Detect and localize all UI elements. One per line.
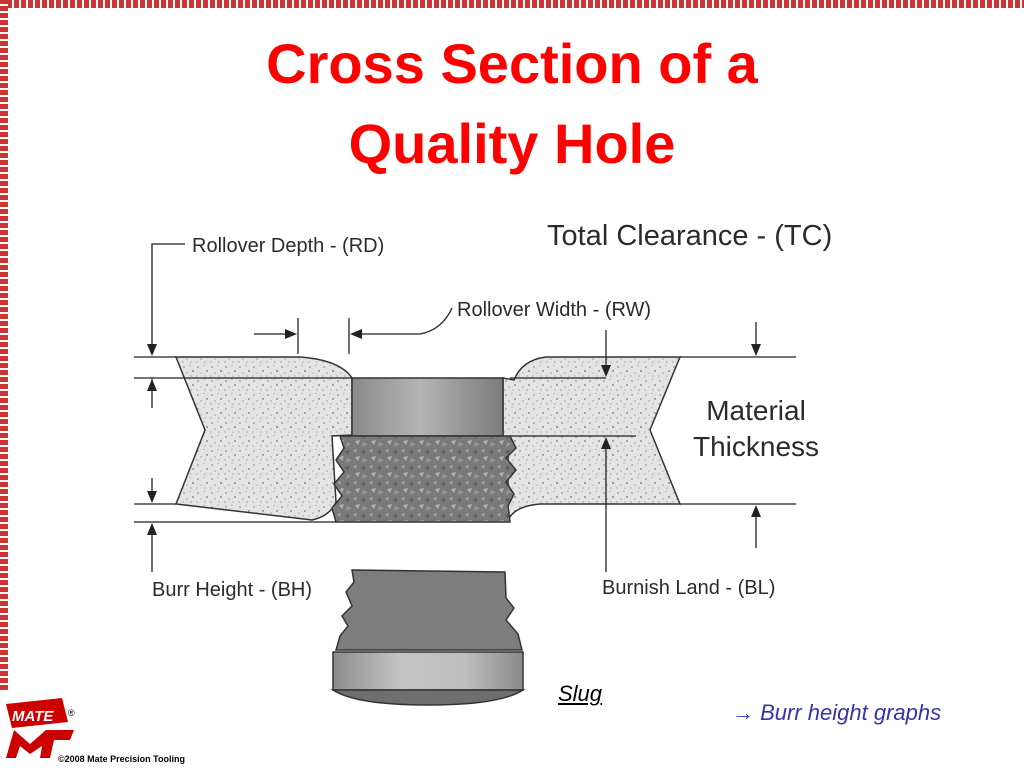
label-material-line-1: Material <box>706 395 806 426</box>
slide-border-left <box>0 0 8 690</box>
fracture-zone <box>331 435 517 523</box>
slug-label: Slug <box>558 681 603 706</box>
slide-title-line-1: Cross Section of a <box>266 32 758 95</box>
label-burr-height: Burr Height - (BH) <box>152 579 312 601</box>
arrow-right-icon: → <box>732 700 754 725</box>
burr-height-graphs-link[interactable]: → Burr height graphs <box>732 700 941 726</box>
material-left-block <box>174 356 353 521</box>
logo-text: MATE <box>12 708 54 725</box>
label-material-line-2: Thickness <box>693 431 819 462</box>
mate-logo-icon: MATE ® <box>6 698 75 758</box>
slug-bottom <box>330 689 526 706</box>
label-rollover-depth: Rollover Depth - (RD) <box>192 235 384 257</box>
slide-title-line-2: Quality Hole <box>348 112 676 175</box>
slug-top <box>335 569 523 651</box>
slide-border-top <box>0 0 1024 8</box>
label-burnish-land: Burnish Land - (BL) <box>602 577 775 599</box>
burr-height-graphs-text: Burr height graphs <box>760 700 942 725</box>
registered-mark: ® <box>68 708 75 718</box>
slug-band <box>332 651 524 691</box>
copyright-notice: ©2008 Mate Precision Tooling <box>58 754 185 764</box>
burnish-land-surface <box>351 377 504 437</box>
label-total-clearance: Total Clearance - (TC) <box>547 220 832 252</box>
label-rollover-width: Rollover Width - (RW) <box>457 299 651 321</box>
material-right-block <box>502 356 682 521</box>
